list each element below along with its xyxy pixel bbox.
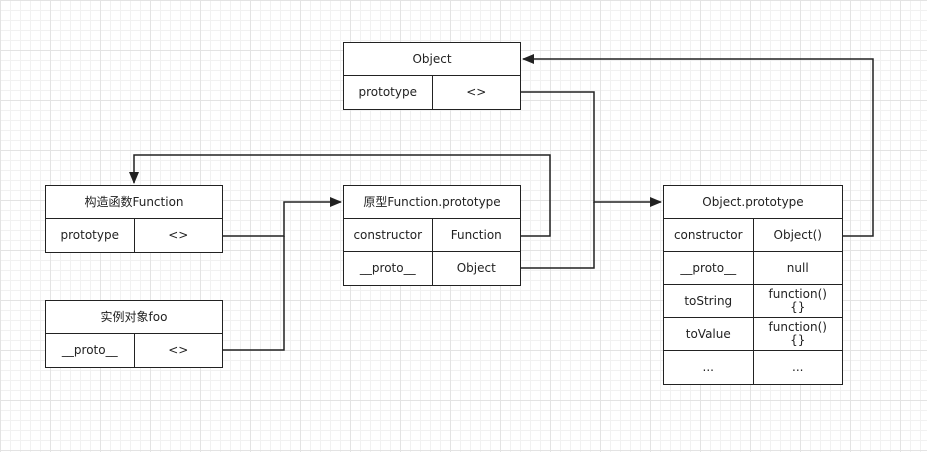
row-key: constructor	[344, 219, 433, 251]
function-prototype-box: 原型Function.prototype constructor Functio…	[343, 185, 521, 286]
object-prototype-row-proto: __proto__ null	[664, 252, 842, 285]
object-prototype-box: Object.prototype constructor Object() __…	[663, 185, 843, 385]
row-key: toString	[664, 285, 754, 317]
row-key: prototype	[344, 76, 433, 109]
row-value: function() {}	[768, 287, 827, 314]
function-constructor-box: 构造函数Function prototype <>	[45, 185, 223, 253]
object-prototype-row-tovalue: toValue function() {}	[664, 318, 842, 351]
instance-foo-title: 实例对象foo	[46, 301, 222, 334]
function-prototype-row-constructor: constructor Function	[344, 219, 520, 252]
instance-foo-row-proto: __proto__ <>	[46, 334, 222, 367]
row-key: toValue	[664, 318, 754, 350]
object-box: Object prototype <>	[343, 42, 521, 110]
object-prototype-row-ellipsis: ... ...	[664, 351, 842, 384]
row-key: constructor	[664, 219, 754, 251]
row-key: prototype	[46, 219, 135, 252]
row-key: __proto__	[344, 252, 433, 285]
object-title: Object	[344, 43, 520, 76]
row-value: null	[786, 260, 809, 275]
connector-object-prototype-to-object-prototype-box	[521, 91, 662, 207]
row-key: __proto__	[46, 334, 135, 367]
row-value: Object()	[773, 227, 822, 242]
object-prototype-title: Object.prototype	[664, 186, 842, 219]
connector-foo-proto-to-function-prototype	[223, 236, 285, 351]
row-key: ...	[664, 351, 754, 384]
row-value: ...	[792, 360, 804, 374]
row-value: <>	[168, 228, 189, 242]
row-value: <>	[466, 85, 487, 99]
instance-foo-box: 实例对象foo __proto__ <>	[45, 300, 223, 368]
row-value: function() {}	[768, 320, 827, 347]
row-value: Function	[450, 227, 502, 242]
object-prototype-row-constructor: constructor Object()	[664, 219, 842, 252]
function-prototype-title: 原型Function.prototype	[344, 186, 520, 219]
row-value: Object	[456, 261, 496, 275]
row-key: __proto__	[664, 252, 754, 284]
row-value: <>	[168, 343, 189, 357]
function-prototype-row-proto: __proto__ Object	[344, 252, 520, 285]
object-prototype-row-tostring: toString function() {}	[664, 285, 842, 318]
function-constructor-title: 构造函数Function	[46, 186, 222, 219]
connector-function-constructor-prototype-to-function-prototype	[223, 197, 342, 237]
object-row-prototype: prototype <>	[344, 76, 520, 109]
function-constructor-row-prototype: prototype <>	[46, 219, 222, 252]
connector-function-prototype-proto-to-object-prototype	[521, 202, 595, 269]
